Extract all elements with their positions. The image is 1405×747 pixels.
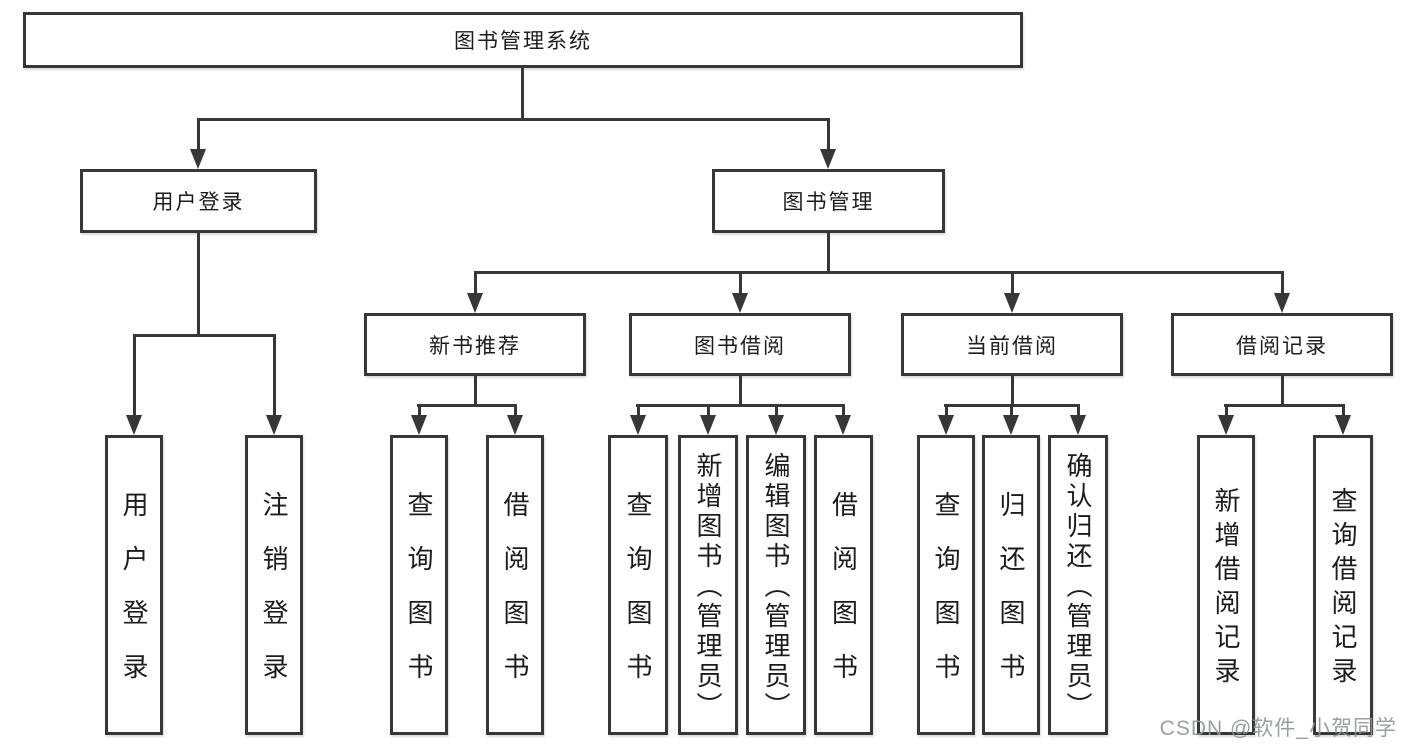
leaf-user-login: 用户登录	[105, 435, 163, 735]
connector-line	[273, 334, 276, 417]
connector-line	[197, 118, 830, 121]
node-book-management: 图书管理	[712, 169, 945, 233]
arrowhead-icon	[266, 415, 282, 435]
node-book-borrow-label: 图书借阅	[694, 334, 786, 358]
connector-line	[1281, 375, 1284, 406]
node-user-login: 用户登录	[80, 169, 317, 233]
connector-line	[197, 232, 200, 335]
leaf-confirm-return-admin: 确认归还（管理员）	[1048, 435, 1108, 735]
leaf-add-book-admin: 新增图书（管理员）	[678, 435, 738, 735]
leaf-return-book: 归还图书	[982, 435, 1040, 735]
node-book-borrow: 图书借阅	[629, 313, 851, 376]
arrowhead-icon	[938, 415, 954, 435]
watermark: CSDN @软件_小贺同学	[1159, 717, 1397, 740]
connector-line	[827, 118, 830, 151]
arrowhead-icon	[1003, 415, 1019, 435]
connector-line	[521, 67, 524, 119]
connector-line	[474, 271, 1284, 274]
leaf-add-borrow-record: 新增借阅记录	[1197, 435, 1255, 735]
leaf-query-books-3-label: 查询图书	[931, 491, 961, 707]
connector-line	[636, 404, 845, 407]
connector-line	[739, 375, 742, 406]
arrowhead-icon	[507, 415, 523, 435]
arrowhead-icon	[467, 293, 483, 313]
connector-line	[1342, 404, 1345, 417]
connector-line	[637, 404, 640, 417]
leaf-borrow-books-2-label: 借阅图书	[828, 491, 859, 707]
leaf-query-books-3: 查询图书	[917, 435, 975, 735]
arrowhead-icon	[768, 415, 784, 435]
connector-line	[1225, 404, 1228, 417]
connector-line	[775, 404, 778, 417]
connector-line	[1010, 404, 1013, 417]
connector-line	[1011, 271, 1014, 295]
node-root-label: 图书管理系统	[454, 30, 592, 53]
arrowhead-icon	[1274, 293, 1290, 313]
leaf-logout-label: 注销登录	[259, 491, 289, 707]
node-new-book-recommend-label: 新书推荐	[429, 334, 521, 358]
node-current-borrow-label: 当前借阅	[966, 334, 1058, 358]
node-current-borrow: 当前借阅	[901, 313, 1123, 376]
connector-line	[1224, 404, 1345, 407]
connector-line	[417, 404, 517, 407]
leaf-return-book-label: 归还图书	[996, 491, 1026, 707]
leaf-confirm-return-admin-label: 确认归还（管理员）	[1063, 452, 1093, 722]
arrowhead-icon	[1335, 415, 1351, 435]
arrowhead-icon	[126, 415, 142, 435]
node-user-login-label: 用户登录	[152, 191, 245, 214]
connector-line	[1077, 404, 1080, 417]
leaf-query-books-1: 查询图书	[390, 435, 448, 735]
arrowhead-icon	[835, 415, 851, 435]
node-book-management-label: 图书管理	[782, 191, 875, 214]
arrowhead-icon	[732, 293, 748, 313]
arrowhead-icon	[1070, 415, 1086, 435]
leaf-add-book-admin-label: 新增图书（管理员）	[693, 452, 723, 722]
leaf-edit-book-admin-label: 编辑图书（管理员）	[761, 452, 791, 722]
connector-line	[197, 118, 200, 151]
leaf-logout: 注销登录	[245, 435, 303, 735]
connector-line	[945, 404, 948, 417]
connector-line	[842, 404, 845, 417]
leaf-borrow-books-2: 借阅图书	[814, 435, 873, 735]
leaf-user-login-label: 用户登录	[119, 491, 149, 707]
arrowhead-icon	[1218, 415, 1234, 435]
connector-line	[474, 375, 477, 406]
node-new-book-recommend: 新书推荐	[364, 313, 586, 376]
connector-line	[474, 271, 477, 295]
connector-line	[739, 271, 742, 295]
arrowhead-icon	[630, 415, 646, 435]
connector-line	[133, 334, 276, 337]
arrowhead-icon	[411, 415, 427, 435]
arrowhead-icon	[190, 149, 206, 169]
connector-line	[707, 404, 710, 417]
connector-line	[514, 404, 517, 417]
leaf-query-borrow-record-label: 查询借阅记录	[1328, 487, 1358, 691]
connector-line	[1011, 375, 1014, 406]
arrowhead-icon	[820, 149, 836, 169]
node-borrow-records-label: 借阅记录	[1236, 334, 1328, 358]
connector-line	[133, 334, 136, 417]
leaf-query-books-2-label: 查询图书	[623, 491, 653, 707]
arrowhead-icon	[1004, 293, 1020, 313]
leaf-query-books-2: 查询图书	[608, 435, 668, 735]
leaf-edit-book-admin: 编辑图书（管理员）	[746, 435, 806, 735]
connector-line	[827, 232, 830, 274]
connector-line	[1281, 271, 1284, 295]
node-root: 图书管理系统	[23, 12, 1023, 68]
connector-line	[418, 404, 421, 417]
leaf-borrow-books-1: 借阅图书	[486, 435, 544, 735]
leaf-borrow-books-1-label: 借阅图书	[500, 491, 530, 707]
node-borrow-records: 借阅记录	[1171, 313, 1393, 376]
arrowhead-icon	[700, 415, 716, 435]
leaf-add-borrow-record-label: 新增借阅记录	[1211, 487, 1241, 691]
leaf-query-borrow-record: 查询借阅记录	[1313, 435, 1373, 735]
leaf-query-books-1-label: 查询图书	[404, 491, 434, 707]
